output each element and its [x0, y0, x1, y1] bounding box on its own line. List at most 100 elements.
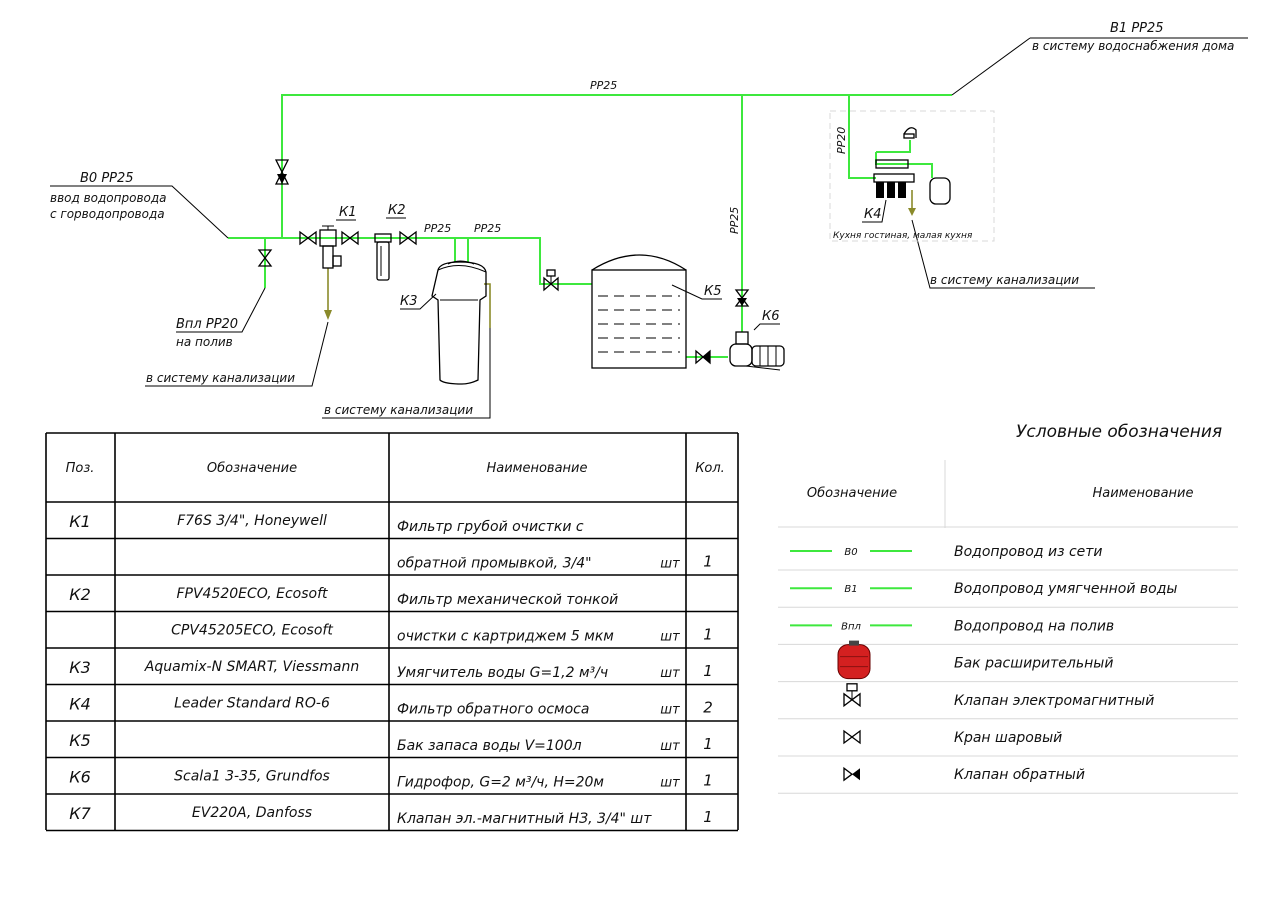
- k3-leader: [400, 293, 437, 310]
- legend-item-name: Водопровод умягченной воды: [954, 581, 1177, 597]
- spec-cell-name: Клапан эл.-магнитный НЗ, 3/4" шт: [397, 811, 652, 827]
- pp20-vertical-label: PP20: [835, 127, 848, 154]
- leaders: [50, 37, 1248, 419]
- faucet-icon: [903, 127, 917, 138]
- spec-cell-pos: К4: [69, 695, 91, 714]
- list-item: Впл Водопровод на полив: [778, 618, 1238, 645]
- table-row: К4 Leader Standard RO-6 Фильтр обратного о…: [69, 695, 713, 718]
- kitchen-pipe: [848, 95, 876, 179]
- k4-ro-filter-icon: [829, 110, 995, 242]
- k2-label: К2: [388, 203, 406, 218]
- spec-header-pos: Поз.: [66, 461, 95, 476]
- pipes: [228, 94, 952, 358]
- drain3-label: в систему канализации: [930, 273, 1079, 287]
- legend: Условные обозначения Обозначение Наимено…: [778, 422, 1238, 794]
- spec-cell-unit: шт: [660, 776, 680, 791]
- spec-cell-name: Умягчитель воды G=1,2 м³/ч: [397, 665, 608, 681]
- spec-cell-unit: шт: [660, 703, 680, 718]
- k4-label: К4: [864, 207, 882, 222]
- table-row: К7 EV220A, Danfoss Клапан эл.-магнитный НЗ…: [69, 804, 713, 827]
- b0-leader: [50, 185, 229, 239]
- legend-item-name: Водопровод на полив: [954, 618, 1114, 634]
- tank-water-lines: [598, 295, 680, 353]
- spec-cell-name: Фильтр обратного осмоса: [397, 702, 589, 718]
- legend-title: Условные обозначения: [1016, 422, 1222, 442]
- spec-cell-designation: FPV4520ECO, Ecosoft: [176, 586, 328, 602]
- spec-header-name: Наименование: [486, 461, 587, 476]
- table-row: CPV45205ECO, Ecosoft очистки с картриджем…: [171, 623, 713, 645]
- spec-cell-unit: шт: [660, 739, 680, 754]
- k2-filter-icon: [374, 233, 392, 281]
- spec-cell-designation: F76S 3/4", Honeywell: [177, 513, 327, 529]
- spec-cell-name: Фильтр механической тонкой: [397, 592, 618, 608]
- riser-check-valve-icon: [734, 289, 750, 307]
- k5-label: К5: [704, 284, 722, 299]
- kitchen-label: Кухня гостиная, малая кухня: [833, 231, 973, 241]
- spec-header-designation: Обозначение: [207, 461, 297, 476]
- b0-label: В0 PP25: [80, 171, 134, 186]
- k1-out-valve-icon: [341, 230, 359, 246]
- k5-tank-icon: [591, 254, 687, 369]
- spec-cell-qty: 1: [703, 808, 713, 826]
- pp25-vertical-label: PP25: [728, 207, 741, 234]
- faucet-pipe: [876, 140, 911, 153]
- spec-cell-pos: К7: [69, 804, 91, 823]
- spec-cell-name: Фильтр грубой очистки с: [397, 519, 584, 535]
- pp25-a-label: PP25: [424, 222, 451, 235]
- spec-cell-designation: Scala1 3-35, Grundfos: [174, 769, 330, 785]
- spec-cell-pos: К5: [69, 731, 91, 750]
- spec-cell-designation: EV220A, Danfoss: [192, 805, 312, 821]
- vpl-label: Впл PP20: [176, 317, 238, 332]
- list-item: Клапан обратный: [778, 766, 1238, 794]
- spec-cell-qty: 1: [703, 662, 713, 680]
- list-item: Клапан электромагнитный: [778, 683, 1238, 720]
- spec-cell-name: обратной промывкой, 3/4": [397, 556, 592, 572]
- legend-item-name: Кран шаровый: [954, 730, 1062, 746]
- legend-item-name: Клапан электромагнитный: [954, 693, 1154, 709]
- spec-cell-unit: шт: [660, 630, 680, 645]
- k4-drain-arrow-icon: [908, 208, 916, 216]
- valves: [257, 159, 750, 365]
- legend-item-name: Бак расширительный: [954, 656, 1113, 672]
- b0-sublabel-1: ввод водопровода: [50, 191, 167, 205]
- vpl-sublabel: на полив: [176, 335, 233, 349]
- legend-line-code: Впл: [841, 621, 861, 632]
- k4-leader: [862, 199, 887, 223]
- spec-cell-qty: 1: [703, 735, 713, 753]
- legend-header-name: Наименование: [1092, 486, 1193, 501]
- spec-cell-qty: 1: [703, 772, 713, 790]
- drain2-label: в систему канализации: [324, 403, 473, 417]
- legend-line-code: В0: [844, 547, 857, 558]
- k1-filter-icon: [319, 225, 342, 269]
- k3-drain: [484, 283, 491, 328]
- k1-in-valve-icon: [299, 230, 317, 246]
- check-valve-icon: [843, 766, 860, 782]
- spec-cell-designation: Leader Standard RO-6: [174, 696, 330, 712]
- softener-out-pipe: [467, 237, 592, 285]
- spec-cell-qty: 2: [703, 699, 713, 717]
- b0-sublabel-2: с горводопровода: [50, 207, 165, 221]
- ball-valve-icon: [843, 729, 861, 745]
- spec-cell-name: очистки с картриджем 5 мкм: [397, 629, 614, 645]
- irrigation-ball-valve-icon: [257, 249, 273, 267]
- spec-cell-designation: CPV45205ECO, Ecosoft: [171, 623, 333, 639]
- list-item: Кран шаровый: [778, 729, 1238, 757]
- kitchen-ro-pipe: [875, 152, 933, 178]
- drain1-label: в систему канализации: [146, 371, 295, 385]
- drain2-leader: [322, 328, 491, 419]
- spec-cell-name: Гидрофор, G=2 м³/ч, H=20м: [397, 775, 604, 791]
- spec-header-qty: Кол.: [695, 461, 725, 476]
- pump-check-valve-icon: [695, 349, 711, 365]
- b1-label: В1 PP25: [1110, 21, 1164, 36]
- spec-cell-designation: Aquamix-N SMART, Viessmann: [144, 659, 359, 675]
- drain1-leader: [145, 321, 329, 387]
- k3-softener-icon: [431, 260, 487, 385]
- legend-item-name: Клапан обратный: [954, 767, 1085, 783]
